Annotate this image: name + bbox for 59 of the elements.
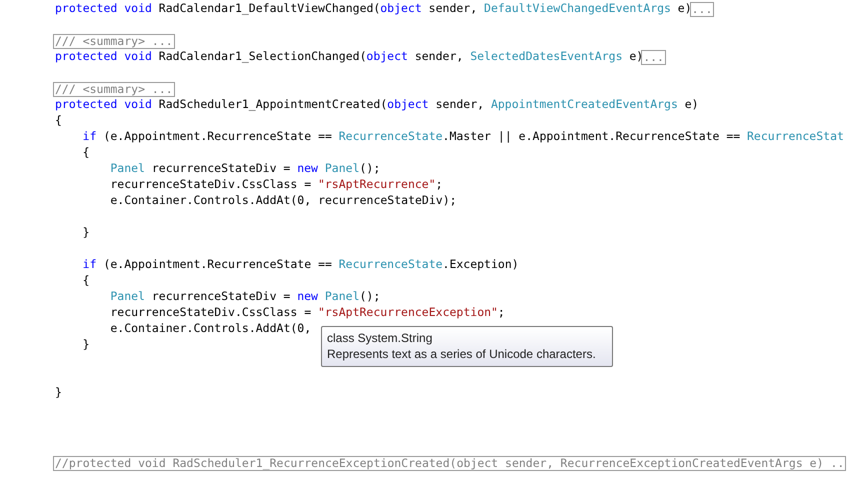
code-text: (); (359, 289, 380, 304)
code-text: RadScheduler1_AppointmentCreated( (158, 97, 388, 112)
code-text: { (55, 113, 62, 128)
code-type-name: DefaultViewChangedEventArgs (484, 1, 671, 16)
collapsed-code-region: //protected void RadScheduler1_RecurrenceExceptionCreated(object sender, RecurrenceExceptionCreatedEventArgs e) .. (53, 456, 846, 472)
code-keyword: protected void (55, 1, 152, 16)
code-keyword: object (380, 1, 422, 16)
code-keyword: object (387, 97, 429, 112)
code-text: sender, (414, 49, 464, 64)
code-type-name: RecurrenceStat (747, 129, 844, 144)
code-text: e.Container.Controls.AddAt(0, (110, 321, 312, 336)
code-keyword: if (82, 129, 97, 144)
code-text: } (82, 225, 90, 240)
collapsed-code-region: /// <summary> ... (53, 82, 175, 97)
tooltip-title: class System.String (327, 330, 434, 346)
code-text: { (82, 273, 90, 288)
collapsed-code-region: /// <summary> ... (53, 34, 175, 49)
code-keyword: protected void (55, 49, 152, 64)
tooltip-description: Represents text as a series of Unicode characters. (327, 346, 597, 362)
code-text: (); (359, 161, 380, 176)
code-text: recurrenceStateDiv.CssClass = (110, 177, 312, 192)
code-text: } (82, 337, 90, 352)
code-text: ; (436, 177, 443, 192)
code-string: "rsAptRecurrenceException" (318, 305, 498, 320)
tooltip (321, 326, 613, 367)
code-type-name: Panel (324, 161, 360, 176)
code-text: e) (629, 49, 644, 64)
code-text: recurrenceStateDiv = (152, 161, 290, 176)
code-keyword: new (297, 161, 318, 176)
collapsed-code-region: ... (641, 50, 666, 65)
code-text: RadCalendar1_SelectionChanged( (158, 49, 367, 64)
code-text: e.Container.Controls.AddAt(0, recurrenceStateDiv); (110, 193, 457, 208)
code-text: (e.Appointment.RecurrenceState == (103, 129, 332, 144)
code-text: ; (498, 305, 505, 320)
code-type-name: Panel (324, 289, 360, 304)
code-text: } (55, 385, 62, 400)
code-text: { (82, 145, 90, 160)
code-text: (e.Appointment.RecurrenceState == (103, 257, 332, 272)
code-text: .Master || e.Appointment.RecurrenceState == (442, 129, 740, 144)
code-type-name: Panel (110, 289, 145, 304)
code-keyword: object (366, 49, 408, 64)
code-text: RadCalendar1_DefaultViewChanged( (158, 1, 380, 16)
code-type-name: SelectedDatesEventArgs (470, 49, 623, 64)
code-type-name: RecurrenceState (338, 129, 443, 144)
code-text: sender, (428, 1, 478, 16)
code-keyword: new (297, 289, 318, 304)
code-text: e) (684, 97, 699, 112)
code-text: recurrenceStateDiv.CssClass = (110, 305, 312, 320)
code-keyword: if (82, 257, 97, 272)
code-text: e) (678, 1, 692, 16)
code-text: sender, (436, 97, 484, 112)
collapsed-code-region: ... (690, 2, 714, 17)
code-type-name: AppointmentCreatedEventArgs (490, 97, 678, 112)
code-text: .Exception) (442, 257, 519, 272)
code-type-name: RecurrenceState (338, 257, 443, 272)
code-type-name: Panel (110, 161, 145, 176)
code-string: "rsAptRecurrence" (318, 177, 436, 192)
code-text: recurrenceStateDiv = (152, 289, 290, 304)
code-keyword: protected void (55, 97, 152, 112)
